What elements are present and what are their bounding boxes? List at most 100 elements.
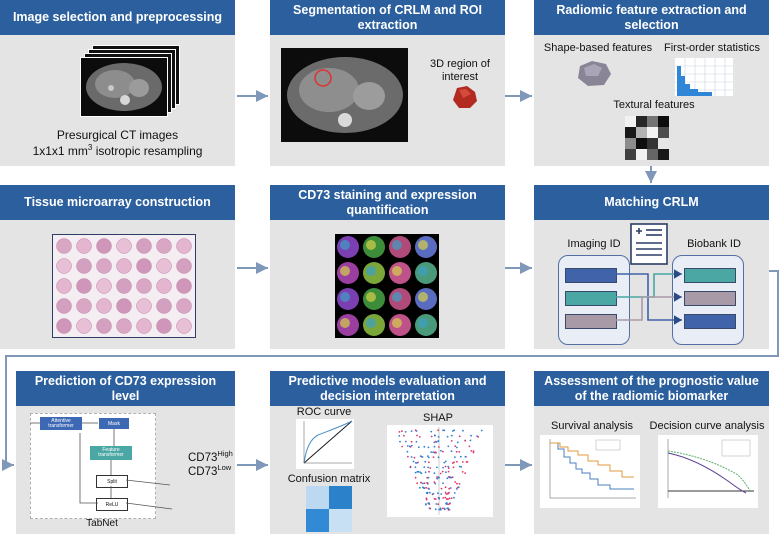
shap-point [456,441,459,444]
shap-point [428,502,430,505]
stain-spot [392,292,402,302]
tma-core [116,318,132,334]
tma-core [176,258,192,274]
shap-point [464,472,466,474]
shap-point [440,493,443,495]
shap-point [425,497,428,500]
shap-point [427,476,430,479]
tma-core [156,258,172,274]
shap-point [456,486,459,489]
shap-point [434,482,437,485]
shap-point [452,466,455,469]
stain-spot [340,240,350,250]
shap-point [413,456,416,459]
confusion-cell [306,486,329,509]
shap-point [448,502,451,505]
roc-curve-plot [296,419,354,469]
imaging-id-teal [565,291,617,306]
shap-point [450,450,453,453]
stain-spot [340,292,350,302]
shap-point [480,429,483,432]
shap-point [440,449,442,452]
stain-spot [392,318,402,328]
stain-spot [366,266,376,276]
texture-cell [658,116,669,127]
shap-point [423,482,426,484]
tma-core [96,318,112,334]
texture-cell [625,149,636,160]
tma-core [96,238,112,254]
shap-point [447,507,450,510]
roi-label-line1: 3D region of [430,58,490,70]
shap-point [433,472,436,475]
tma-core [116,278,132,294]
shap-point [410,440,413,443]
shap-point [414,476,417,479]
shap-point [445,493,448,495]
shap-point [422,482,424,485]
shap-point [446,435,449,438]
shap-point [437,503,440,506]
stain-spot [418,292,428,302]
tma-core [136,318,152,334]
document-icon [630,223,668,265]
shap-point [430,451,433,453]
tma-core [56,318,72,334]
shap-point [434,434,436,437]
shap-point [403,434,405,437]
shap-point [455,450,458,453]
shap-point [461,471,464,473]
split-box: Split [96,475,128,488]
tma-core [116,238,132,254]
shap-point [418,436,421,438]
confusion-cell [306,509,329,532]
tma-core [136,238,152,254]
shap-point [444,491,447,494]
shap-point [438,477,440,479]
shap-point [436,476,438,478]
texture-cell [647,127,658,138]
texture-cell [647,116,658,127]
shap-point [450,440,453,442]
shap-point [458,465,461,468]
shap-point [421,456,424,458]
texture-cell [658,138,669,149]
shap-point [434,498,437,500]
tma-core [56,258,72,274]
shap-point [437,429,440,432]
roc-label: ROC curve [296,406,352,418]
shap-point [410,444,413,447]
texture-grid-icon [625,116,669,160]
shap-point [470,450,473,452]
decision-curve-plot [658,435,758,508]
shap-point [427,446,430,449]
shap-point [432,456,435,458]
stain-spot [340,266,350,276]
shap-point [415,440,418,443]
shap-point [453,461,455,464]
panel-image-selection: Image selection and preprocessing Presur… [0,0,235,166]
biobank-id-mauve [684,291,736,306]
shap-point [447,503,449,506]
shap-point [424,460,427,463]
shap-point [447,476,450,478]
texture-cell [647,138,658,149]
shap-point [453,492,456,494]
shap-point [406,445,409,447]
shap-point [458,451,461,453]
imaging-id-mauve [565,314,617,329]
tissue-microarray-image [52,234,196,338]
tma-core [176,318,192,334]
confusion-cell [329,509,352,532]
tma-core [136,298,152,314]
shap-point [419,486,421,489]
survival-curve-plot [540,435,640,508]
stain-spot [392,266,402,276]
shap-point [426,476,429,479]
tma-core [76,238,92,254]
tma-core [116,258,132,274]
